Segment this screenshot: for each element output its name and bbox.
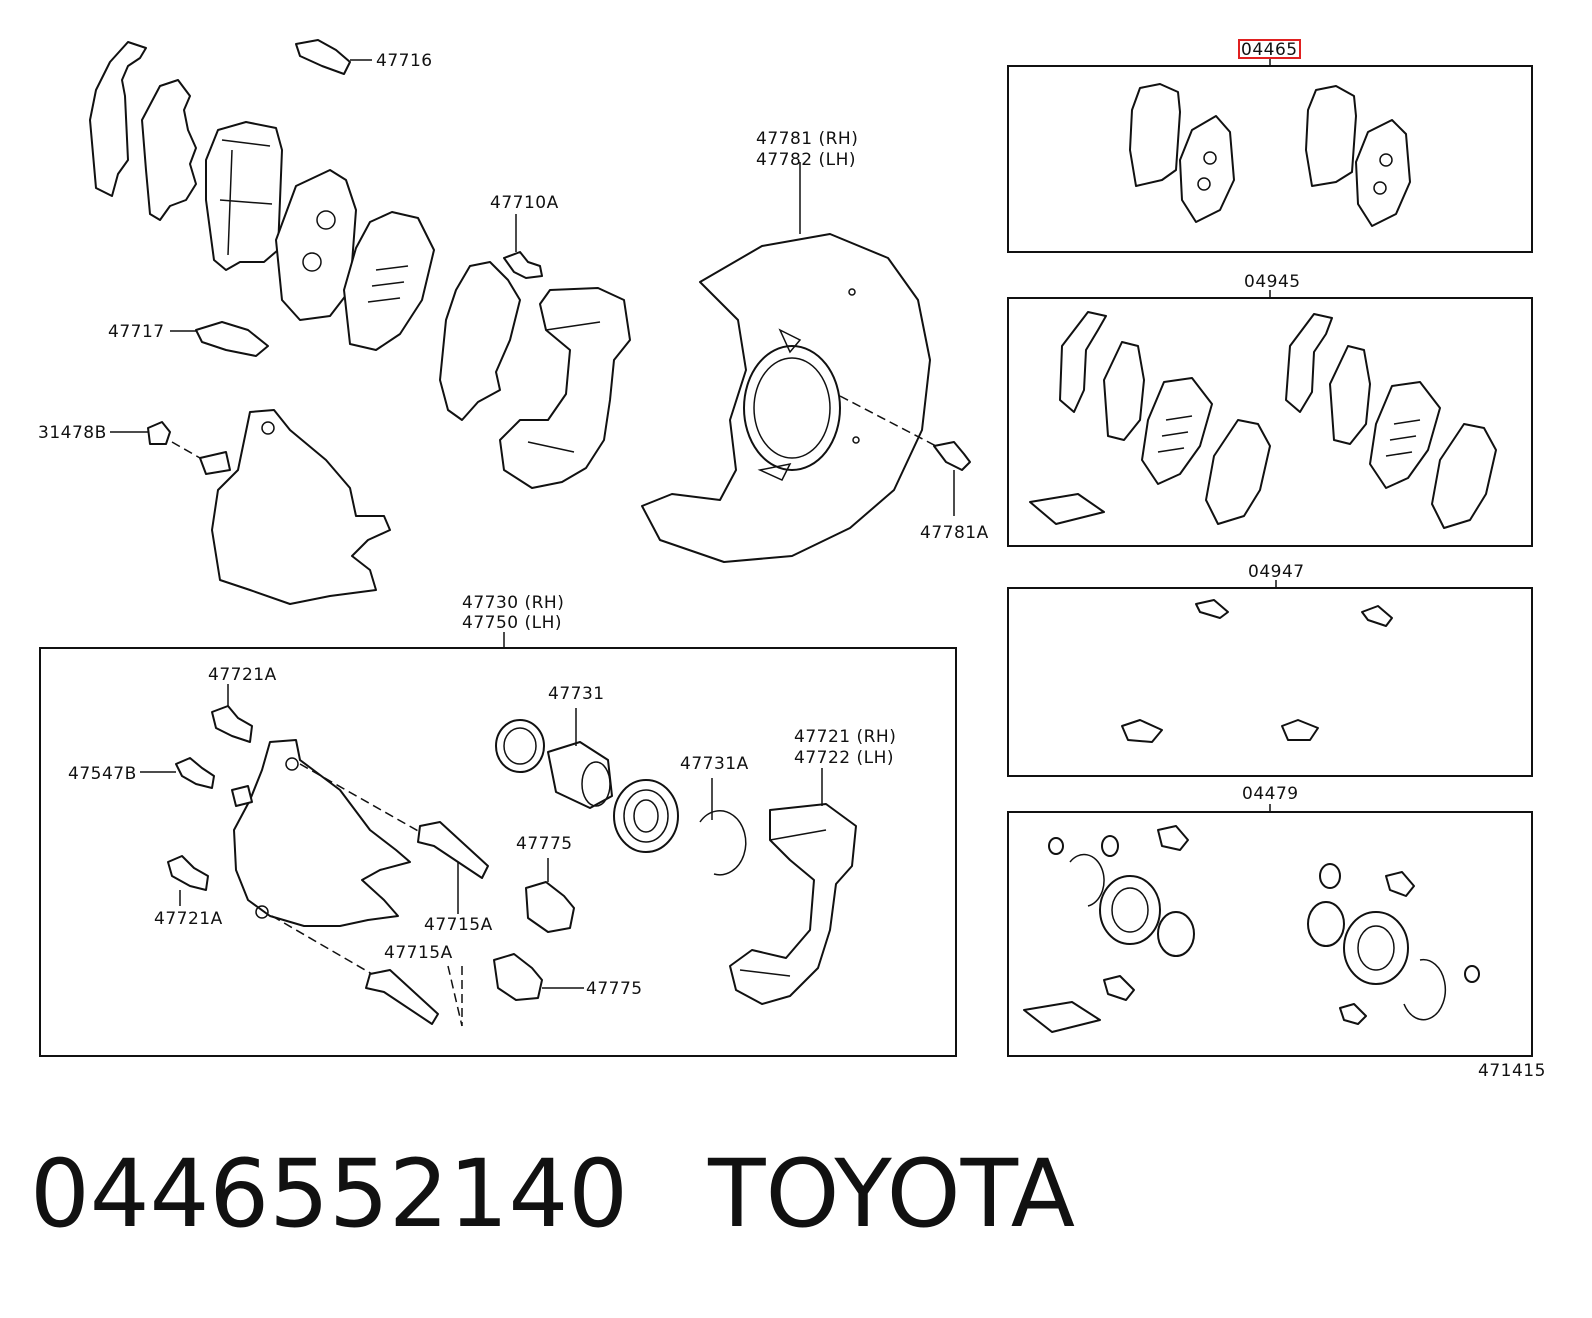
pad-support-plate (439, 261, 521, 421)
clip-47717 (170, 321, 269, 357)
bleeder-plug-47547b (140, 757, 215, 789)
part-footer: 0446552140 TOYOTA (30, 1135, 1075, 1255)
brake-pad-outer (205, 121, 283, 271)
mounting-bracket-47721 (729, 768, 857, 1005)
kit-box-04947 (1007, 587, 1533, 777)
kit-04479-seals (1023, 825, 1480, 1033)
label-47750-lh: 47750 (LH) (462, 613, 562, 633)
seal-ring (495, 719, 545, 773)
piston-47731 (547, 708, 613, 809)
caliper-mounting-bracket (499, 287, 631, 489)
label-47731: 47731 (548, 684, 605, 704)
brand-name: TOYOTA (708, 1140, 1076, 1249)
label-kit-04479: 04479 (1242, 784, 1299, 804)
label-47710a: 47710A (490, 193, 559, 213)
diagram-id: 471415 (1478, 1061, 1546, 1081)
label-47781-rh: 47781 (RH) (756, 129, 858, 149)
pad-shim-inner (141, 79, 197, 221)
guide-pin-47715a-low (365, 965, 463, 1027)
caliper-assembly-box (39, 647, 957, 1057)
set-ring-47731a (699, 778, 747, 876)
label-47721a-bottom: 47721A (154, 909, 223, 929)
label-47775-mid: 47775 (516, 834, 573, 854)
caliper-body (231, 739, 421, 975)
kit-box-04465 (1007, 65, 1533, 253)
label-47781a: 47781A (920, 523, 989, 543)
label-47716: 47716 (376, 51, 433, 71)
disc-brake-dust-cover (641, 162, 937, 563)
bolt-47710a (503, 214, 543, 279)
label-47547b: 47547B (68, 764, 137, 784)
kit-04947-clips (1121, 599, 1393, 743)
kit-04465-pads (1129, 83, 1411, 227)
bleeder-bolt-47721a-top (211, 684, 253, 743)
label-47722-lh: 47722 (LH) (794, 748, 894, 768)
label-47717: 47717 (108, 322, 165, 342)
label-47715a-mid: 47715A (424, 915, 493, 935)
guide-pin-47715a-mid (417, 821, 489, 914)
label-31478b: 31478B (38, 423, 107, 443)
label-47721a-top: 47721A (208, 665, 277, 685)
bolt-47721a-bottom (167, 855, 209, 906)
label-47715a-low: 47715A (384, 943, 453, 963)
pad-shim-outer (89, 41, 147, 197)
label-47731a: 47731A (680, 754, 749, 774)
bolt-47781a (933, 441, 971, 516)
label-47775-low: 47775 (586, 979, 643, 999)
highlight-box-04465 (1238, 39, 1301, 59)
label-kit-04465: 04465 (1241, 40, 1298, 60)
label-47782-lh: 47782 (LH) (756, 150, 856, 170)
anti-squeal-shim (343, 211, 435, 351)
label-47730-rh: 47730 (RH) (462, 593, 564, 613)
part-number: 0446552140 (30, 1140, 629, 1249)
caliper-housing (171, 409, 391, 605)
label-kit-04945: 04945 (1244, 272, 1301, 292)
boot-47775-mid (525, 858, 575, 933)
brake-pad-inner (275, 169, 357, 321)
label-47721-rh: 47721 (RH) (794, 727, 896, 747)
boot-47775-low (493, 953, 584, 1001)
label-kit-04947: 04947 (1248, 562, 1305, 582)
boot-31478b (110, 421, 171, 445)
clip-47716 (295, 39, 372, 75)
piston-boot (613, 779, 679, 853)
kit-04945-shims (1029, 311, 1497, 529)
